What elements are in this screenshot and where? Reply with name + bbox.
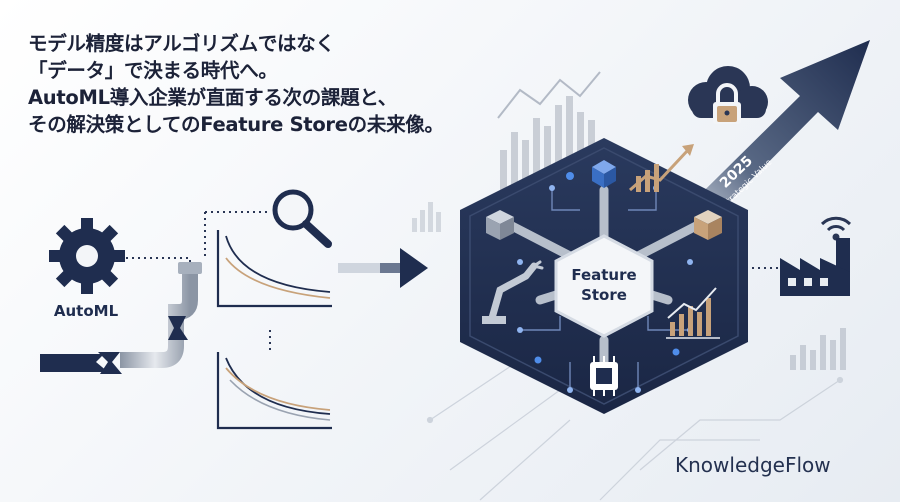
trend-chart-icon: [666, 287, 720, 339]
loss-chart-top: [216, 230, 332, 308]
wifi-icon: [820, 216, 852, 241]
loss-chart-bottom: [216, 352, 332, 430]
headline-line-1: モデル精度はアルゴリズムではなく: [28, 32, 335, 55]
magnifier-icon: [272, 189, 332, 248]
bg-bar-chart-left: [412, 202, 441, 232]
headline-line-4: その解決策としてのFeature Storeの未来像。: [28, 113, 444, 136]
cloud-lock-icon: [688, 66, 768, 124]
headline: モデル精度はアルゴリズムではなく 「データ」で決まる時代へ。 AutoML導入企…: [28, 30, 498, 138]
brand-logo-text: KnowledgeFlow: [675, 453, 831, 477]
chip-icon: [590, 356, 618, 396]
robot-arm-icon: [482, 260, 544, 324]
broken-pipe-icon: [40, 316, 188, 374]
gear-icon: [49, 218, 125, 294]
bg-bar-chart-right: [790, 328, 846, 370]
flow-arrow-icon: [338, 248, 428, 288]
data-cube-icon-right: [694, 210, 722, 240]
headline-line-3: AutoML導入企業が直面する次の課題と、: [28, 86, 397, 109]
hub-label-line2: Store: [581, 286, 627, 304]
dotted-connectors: [120, 211, 780, 350]
pipeline-icon: [40, 262, 202, 374]
factory-icon: [780, 238, 850, 296]
feature-store-hexagon: Feature Store: [460, 138, 748, 414]
headline-line-2: 「データ」で決まる時代へ。: [28, 59, 278, 82]
data-cube-icon-top: [592, 160, 616, 188]
automl-label: AutoML: [54, 302, 119, 320]
data-cube-icon-left: [486, 210, 514, 240]
growth-chart-icon: [629, 144, 694, 192]
bg-line-spark: [497, 71, 601, 119]
hub-label-line1: Feature: [571, 266, 636, 284]
